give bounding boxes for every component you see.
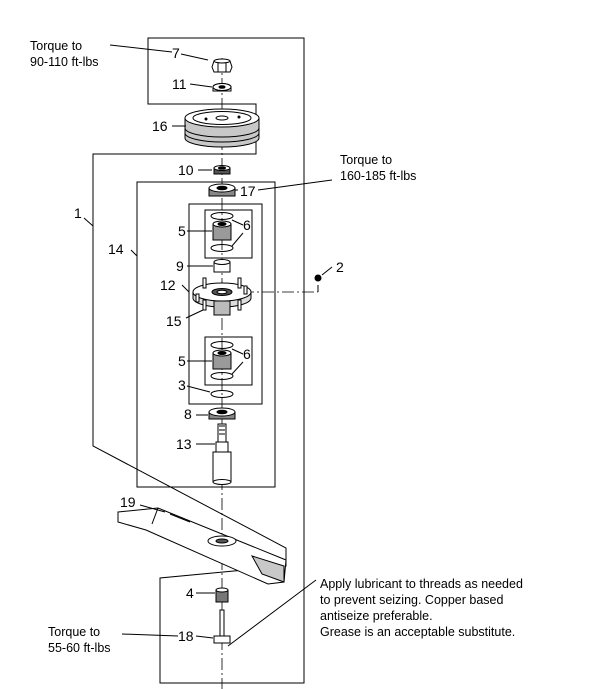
lubricant-note: Apply lubricant to threads as needed to …: [320, 577, 523, 639]
part-8-bearing-cap: [208, 407, 236, 420]
group-1-outline: [92, 37, 305, 684]
callout-8: 8: [184, 406, 192, 422]
callout-14: 14: [108, 241, 124, 257]
svg-text:antiseize preferable.: antiseize preferable.: [320, 609, 433, 623]
torque-note-middle: Torque to 160-185 ft-lbs: [340, 153, 416, 183]
leader-lines: [83, 44, 333, 647]
callout-13: 13: [176, 436, 192, 452]
lower-bearing-pack: [210, 341, 234, 380]
part-13-spindle-shaft: [212, 423, 232, 485]
part-16-pulley: [184, 108, 260, 148]
torque-note-bottom: Torque to 55-60 ft-lbs: [48, 625, 111, 655]
part-3-ring: [210, 390, 234, 398]
torque-note-top: Torque to 90-110 ft-lbs: [30, 39, 99, 69]
part-4-spacer: [215, 587, 229, 603]
callout-9: 9: [176, 258, 184, 274]
group-14-outline: [136, 181, 276, 488]
callout-17: 17: [240, 183, 256, 199]
svg-text:Grease is an acceptable substi: Grease is an acceptable substitute.: [320, 625, 515, 639]
callout-12: 12: [160, 277, 176, 293]
callout-5-upper: 5: [178, 223, 186, 239]
part-11-washer: [212, 83, 232, 92]
part-19-blade: [117, 507, 287, 585]
callout-numbers: 7 11 16 10 17 1 14 5 6 9 2 12 15 5 6 3 8…: [74, 45, 344, 644]
svg-text:Apply lubricant to threads as: Apply lubricant to threads as needed: [320, 577, 523, 591]
svg-text:Torque to: Torque to: [340, 153, 392, 167]
part-17-bearing-cap: [208, 183, 236, 197]
part-7-nut: [211, 58, 233, 73]
svg-text:Torque to: Torque to: [48, 625, 100, 639]
group-12-outline: [188, 203, 263, 405]
callout-15: 15: [166, 313, 182, 329]
part-9-spacer: [213, 259, 231, 273]
svg-text:to prevent seizing. Copper ba: to prevent seizing. Copper based: [320, 593, 503, 607]
callout-5-lower: 5: [178, 353, 186, 369]
callout-16: 16: [152, 118, 168, 134]
callout-19: 19: [120, 494, 136, 510]
upper-bearing-pack: [210, 212, 234, 252]
callout-4: 4: [186, 585, 194, 601]
svg-text:160-185 ft-lbs: 160-185 ft-lbs: [340, 169, 416, 183]
callout-18: 18: [178, 628, 194, 644]
callout-2: 2: [336, 259, 344, 275]
svg-text:55-60 ft-lbs: 55-60 ft-lbs: [48, 641, 111, 655]
bearing-box-upper-outline: [204, 209, 253, 259]
callout-11: 11: [172, 76, 187, 92]
callout-1: 1: [74, 205, 82, 221]
callout-6-lower: 6: [243, 346, 251, 362]
callout-7: 7: [172, 45, 180, 61]
callout-10: 10: [178, 162, 194, 178]
svg-text:Torque to: Torque to: [30, 39, 82, 53]
part-10-nut: [213, 165, 231, 175]
callout-6-upper: 6: [243, 217, 251, 233]
part-15-spindle-housing: [192, 277, 252, 316]
part-2-grease-fitting: [314, 274, 322, 282]
callout-3: 3: [178, 377, 186, 393]
part-18-bolt: [213, 609, 231, 644]
svg-text:90-110 ft-lbs: 90-110 ft-lbs: [30, 55, 99, 69]
